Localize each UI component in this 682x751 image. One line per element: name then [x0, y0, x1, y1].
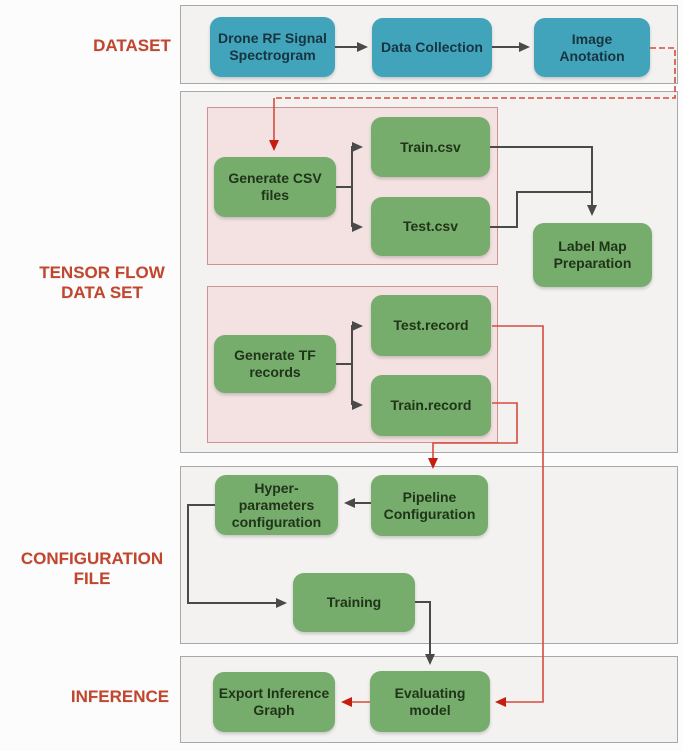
node-training: Training	[293, 573, 415, 632]
node-data-collection: Data Collection	[372, 18, 492, 77]
configuration-file-section-label: CONFIGURATION FILE	[20, 549, 164, 588]
dataset-section-label: DATASET	[93, 36, 171, 55]
node-test-csv: Test.csv	[371, 197, 490, 256]
tensorflow-dataset-section-label: TENSOR FLOW DATA SET	[39, 263, 165, 302]
node-label-map-preparation: Label Map Preparation	[533, 223, 652, 287]
node-image-anotation: Image Anotation	[534, 18, 650, 77]
node-train-record: Train.record	[371, 375, 491, 436]
node-evaluating-model: Evaluating model	[370, 671, 490, 732]
node-export-inference-graph: Export Inference Graph	[213, 672, 335, 732]
node-drone-rf-signal-spectrogram: Drone RF Signal Spectrogram	[210, 17, 335, 77]
node-generate-tf-records: Generate TF records	[214, 335, 336, 393]
inference-section-label: INFERENCE	[70, 687, 170, 706]
node-pipeline-configuration: Pipeline Configuration	[371, 475, 488, 536]
node-train-csv: Train.csv	[371, 117, 490, 177]
node-test-record: Test.record	[371, 295, 491, 356]
node-hyper-parameters-configuration: Hyper-parameters configuration	[215, 475, 338, 535]
node-generate-csv-files: Generate CSV files	[214, 157, 336, 217]
